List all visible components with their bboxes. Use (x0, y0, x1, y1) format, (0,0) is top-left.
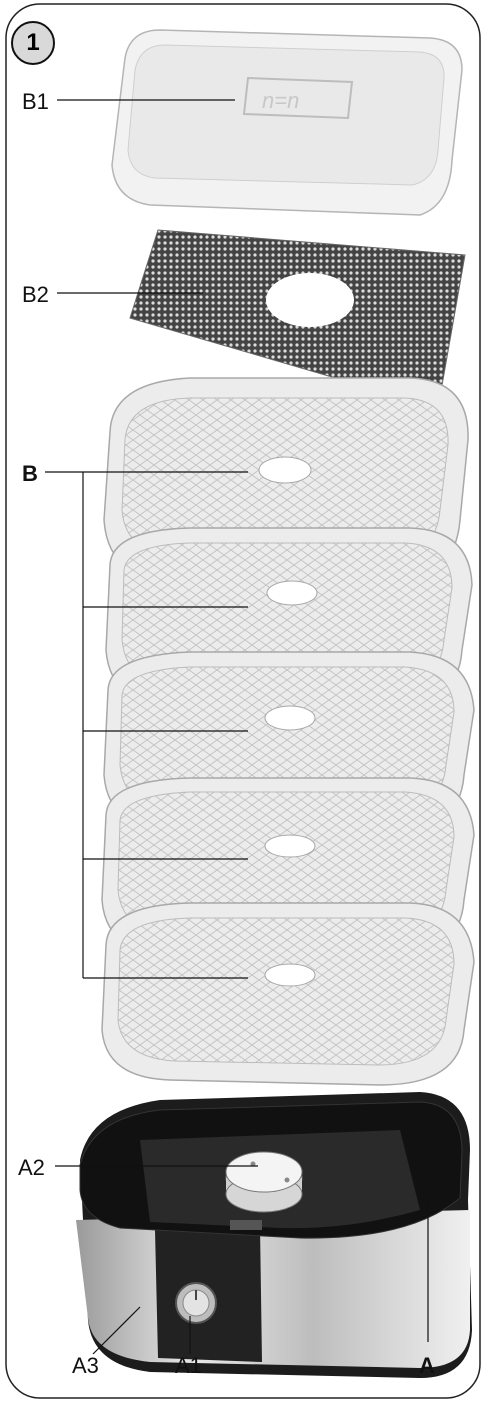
label-b1: B1 (22, 89, 49, 115)
label-b: B (22, 461, 38, 487)
lid-embossed-mark: n=n (262, 88, 299, 113)
label-a2: A2 (18, 1155, 45, 1181)
tray-5 (102, 903, 474, 1085)
label-a: A (419, 1353, 435, 1379)
label-a3: A3 (72, 1353, 99, 1379)
base-unit-a (76, 1092, 472, 1378)
figure-number-badge: 1 (11, 21, 55, 65)
label-a1: A1 (175, 1353, 202, 1379)
lid-b1: n=n (112, 30, 462, 215)
label-b2: B2 (22, 282, 49, 308)
